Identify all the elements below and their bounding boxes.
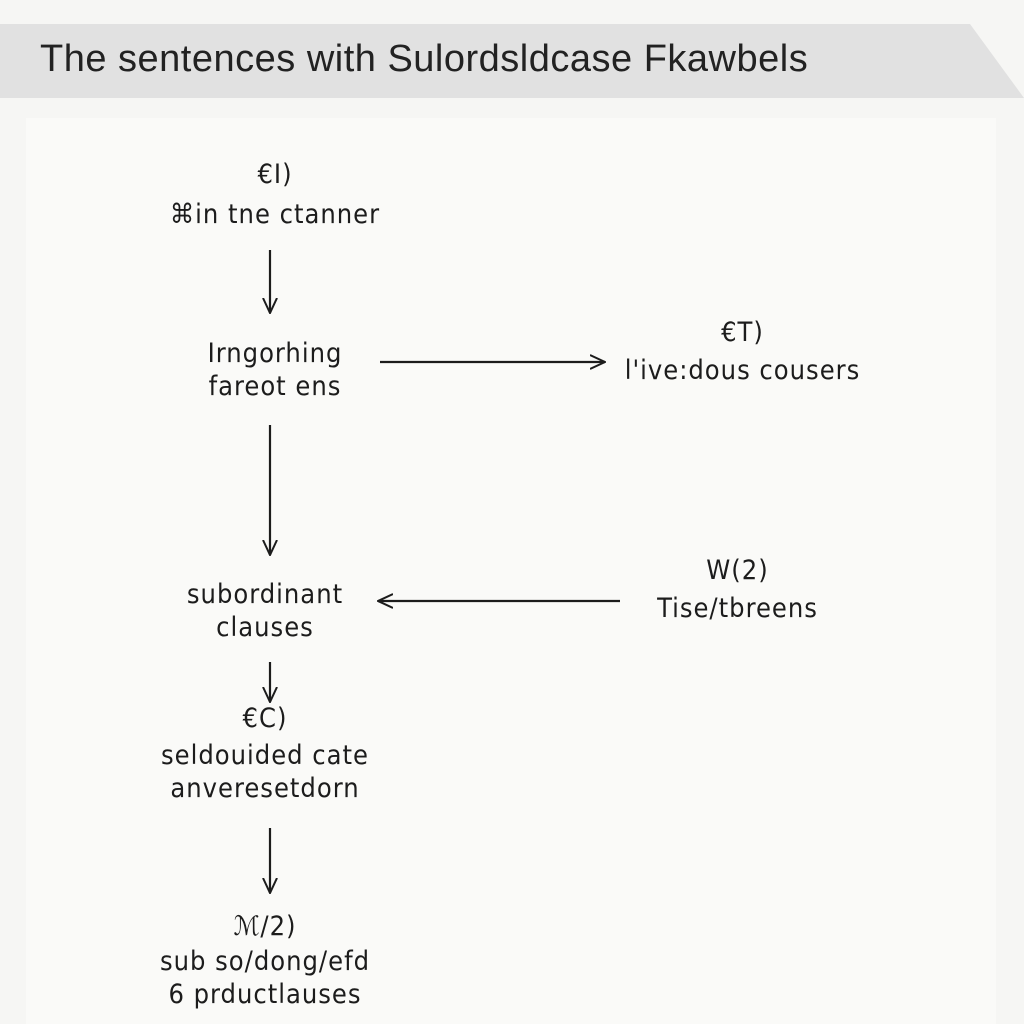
node-bottom-line2: 6 prductlauses [168,979,362,1010]
node-right-bottom-marker: W(2) [706,555,769,586]
node-bottom: ℳ/2) sub so/dong/efd 6 prductlauses [130,910,400,1011]
node-right-top-label: l'ive:dous cousers [624,355,861,386]
title-banner [0,24,1024,98]
node-right-top-marker: €T) [721,317,764,348]
diagram-panel [26,118,996,1024]
diagram-title: The sentences with Sulordsldcase Fkawbel… [40,38,809,80]
node-subordinant-line1: subordinant [186,579,344,610]
node-middle-line2: fareot ens [208,371,342,402]
node-bottom-line1: sub so/dong/efd [159,946,371,977]
node-lower: €C) seldouided cate anveresetdorn [130,702,400,805]
node-lower-line1: seldouided cate [160,740,369,771]
node-top-marker: €I) [257,159,293,190]
node-subordinant-line2: clauses [216,612,314,643]
node-top: €I) ⌘in tne ctanner [150,158,400,231]
node-lower-marker: €C) [242,703,288,734]
node-right-bottom: W(2) Tise/tbreens [630,554,845,625]
node-lower-line2: anveresetdorn [170,773,360,804]
node-subordinant-clauses: subordinant clauses [160,578,370,644]
node-middle: Irngorhing fareot ens [170,337,380,403]
node-bottom-marker: ℳ/2) [233,911,297,942]
node-right-top: €T) l'ive:dous cousers [600,316,885,387]
node-middle-line1: Irngorhing [207,338,343,369]
node-top-label: ⌘in tne ctanner [169,199,381,230]
node-right-bottom-label: Tise/tbreens [657,593,818,624]
